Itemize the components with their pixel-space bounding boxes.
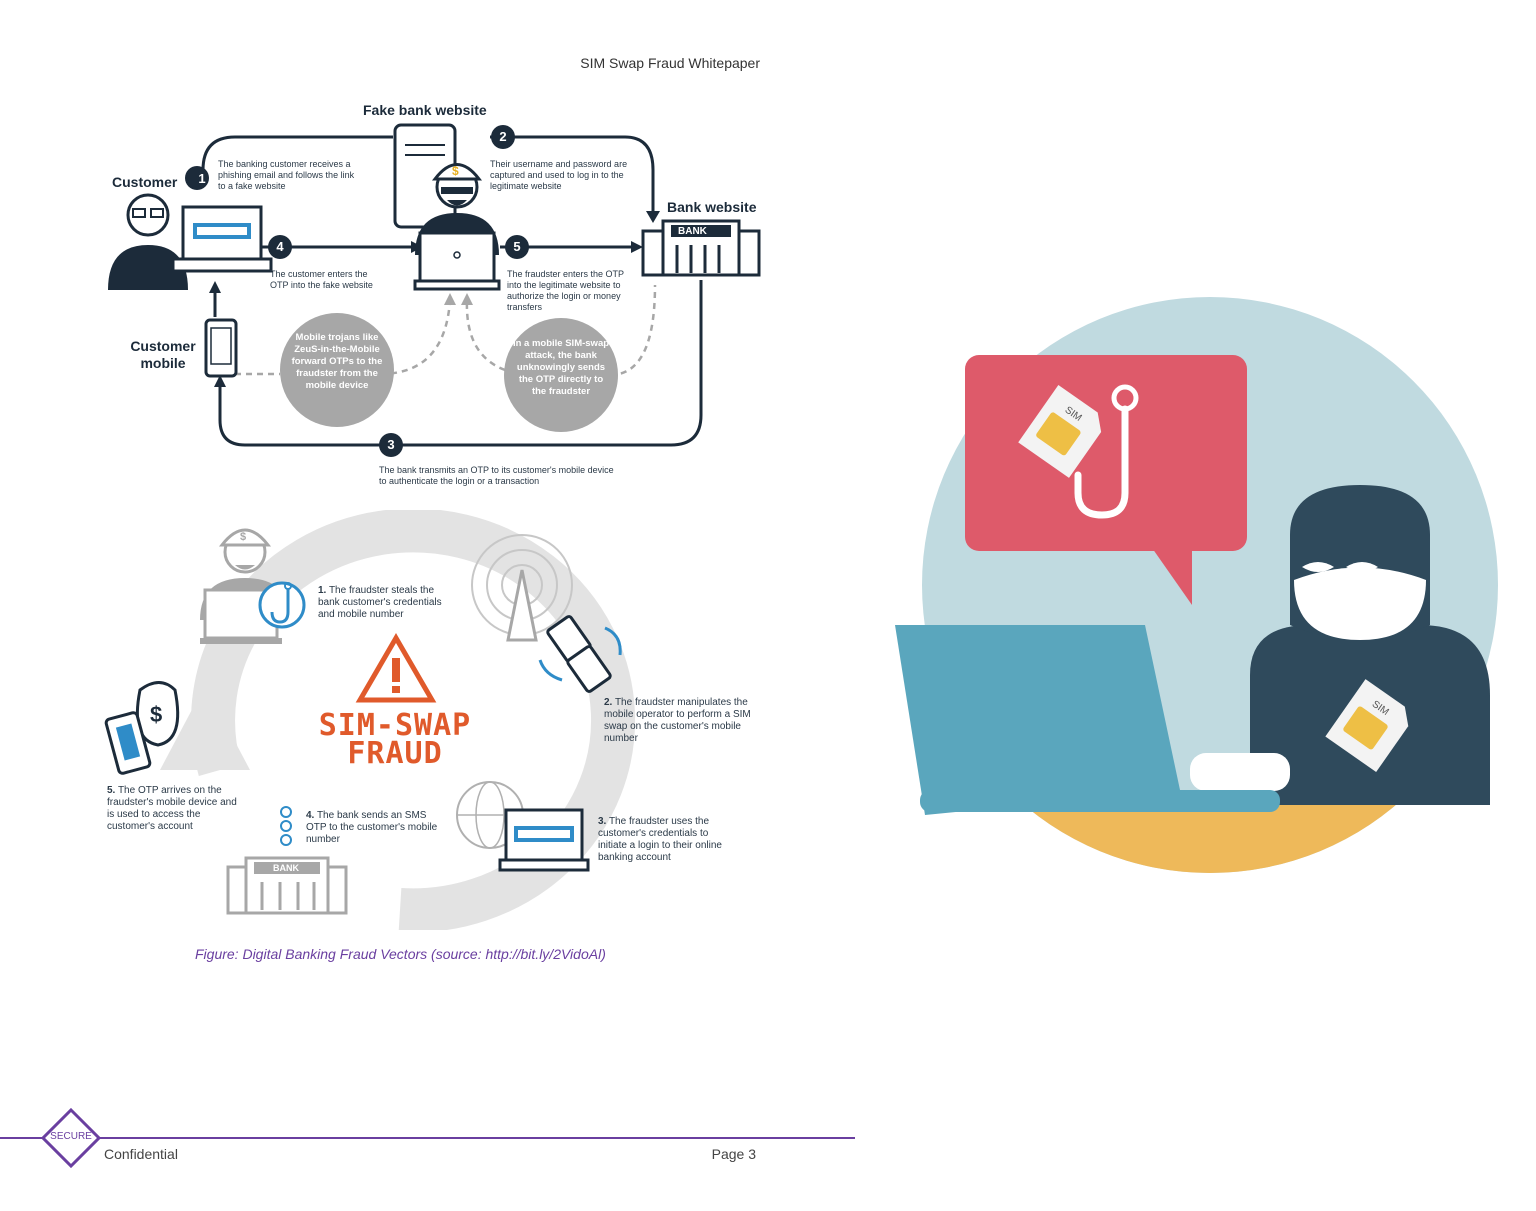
footer-page-number: Page 3	[711, 1146, 756, 1162]
sim-card-chest-icon: SIM	[1325, 679, 1409, 773]
bank-gray-icon	[226, 856, 348, 915]
flow-step-2-text: Their username and password are captured…	[490, 159, 628, 191]
fishing-hook-icon	[1074, 384, 1139, 519]
step-number-2: 2	[499, 129, 507, 144]
secure-logo-text: SECURE	[50, 1131, 92, 1142]
cell-tower-icon	[471, 534, 573, 642]
hook-blue-icon	[258, 581, 306, 629]
arrow-step3	[218, 280, 703, 447]
arrowhead-mobile-up	[209, 281, 221, 293]
step-number-1: 1	[198, 171, 206, 186]
sim-cards-icon	[538, 615, 622, 693]
bank-gray-sign: BANK	[273, 863, 299, 873]
arrowhead-step2	[646, 211, 660, 223]
flow-step-5-text: The fraudster enters the OTP into the le…	[507, 269, 624, 312]
bank-sign-text: BANK	[678, 226, 707, 237]
flow-step-1-text: The banking customer receives a phishing…	[218, 159, 355, 191]
gray-note-2-text: In a mobile SIM-swap attack, the bank un…	[512, 338, 610, 397]
arrow-step1	[201, 135, 393, 171]
cycle-diagram: $ $	[104, 510, 636, 930]
arrowhead-step5	[631, 241, 643, 253]
sim-swap-title: SIM-SWAP FRAUD	[318, 708, 472, 771]
step-badge-1	[185, 166, 209, 190]
arrow-step2	[490, 135, 655, 213]
customer-label: Customer	[112, 174, 178, 190]
cycle-ring-arrowhead	[160, 685, 250, 770]
hacker-right-eye	[1346, 562, 1378, 572]
sim-card-bubble-icon: SIM	[1018, 385, 1102, 478]
cycle-step-1: 1. The fraudster steals the bank custome…	[318, 585, 442, 620]
fraudster-phone-icon	[104, 711, 152, 775]
step-number-3: 3	[387, 437, 395, 452]
gray-note-1-text: Mobile trojans like ZeuS-in-the-Mobile f…	[291, 332, 383, 391]
figure-caption: Figure: Digital Banking Fraud Vectors (s…	[195, 946, 606, 962]
svg-text:$: $	[150, 702, 162, 727]
bank-building-icon	[641, 219, 761, 277]
flow-step-4-text: The customer enters the OTP into the fak…	[270, 269, 373, 290]
cycle-step-3: 3. The fraudster uses the customer's cre…	[598, 816, 722, 863]
customer-mobile-icon	[204, 318, 238, 378]
warning-icon	[355, 633, 437, 703]
step-number-4: 4	[276, 239, 284, 254]
cycle-step-5: 5. The OTP arrives on the fraudster's mo…	[107, 785, 237, 832]
step-number-5: 5	[513, 239, 521, 254]
customer-icon	[108, 193, 188, 290]
secure-logo	[40, 1107, 102, 1169]
step-badge-3	[379, 433, 403, 457]
sim-phishing-illustration: SIM SIM	[895, 297, 1498, 873]
speech-bubble	[965, 355, 1247, 605]
laptop-illustration	[895, 625, 1280, 815]
svg-text:$: $	[452, 164, 459, 178]
svg-text:$: $	[240, 531, 246, 543]
flow-step-3-text: The bank transmits an OTP to its custome…	[379, 465, 614, 486]
gray-note-circle-1	[280, 313, 394, 427]
gray-note-circle-2	[504, 318, 618, 432]
step-badge-5	[505, 235, 529, 259]
bank-website-label: Bank website	[667, 199, 757, 215]
arrowhead-step3	[214, 375, 226, 387]
customer-laptop-small-icon	[498, 808, 590, 872]
footer-confidential: Confidential	[104, 1146, 178, 1162]
cycle-step-4: 4. The bank sends an SMS OTP to the cust…	[306, 810, 438, 845]
customer-mobile-label: Customer mobile	[130, 338, 196, 371]
hacker-left-eye	[1302, 562, 1334, 572]
fake-website-label: Fake bank website	[363, 102, 487, 118]
fraudster-laptop-icon	[413, 231, 501, 291]
customer-laptop-icon	[171, 205, 273, 273]
step-badge-4	[268, 235, 292, 259]
footer-rule	[0, 1137, 855, 1139]
flow-diagram: $	[108, 123, 761, 457]
page-header-title: SIM Swap Fraud Whitepaper	[580, 55, 760, 71]
step-badge-2	[491, 125, 515, 149]
sms-otp-icon	[280, 806, 292, 846]
cycle-step-2: 2. The fraudster manipulates the mobile …	[604, 697, 751, 744]
